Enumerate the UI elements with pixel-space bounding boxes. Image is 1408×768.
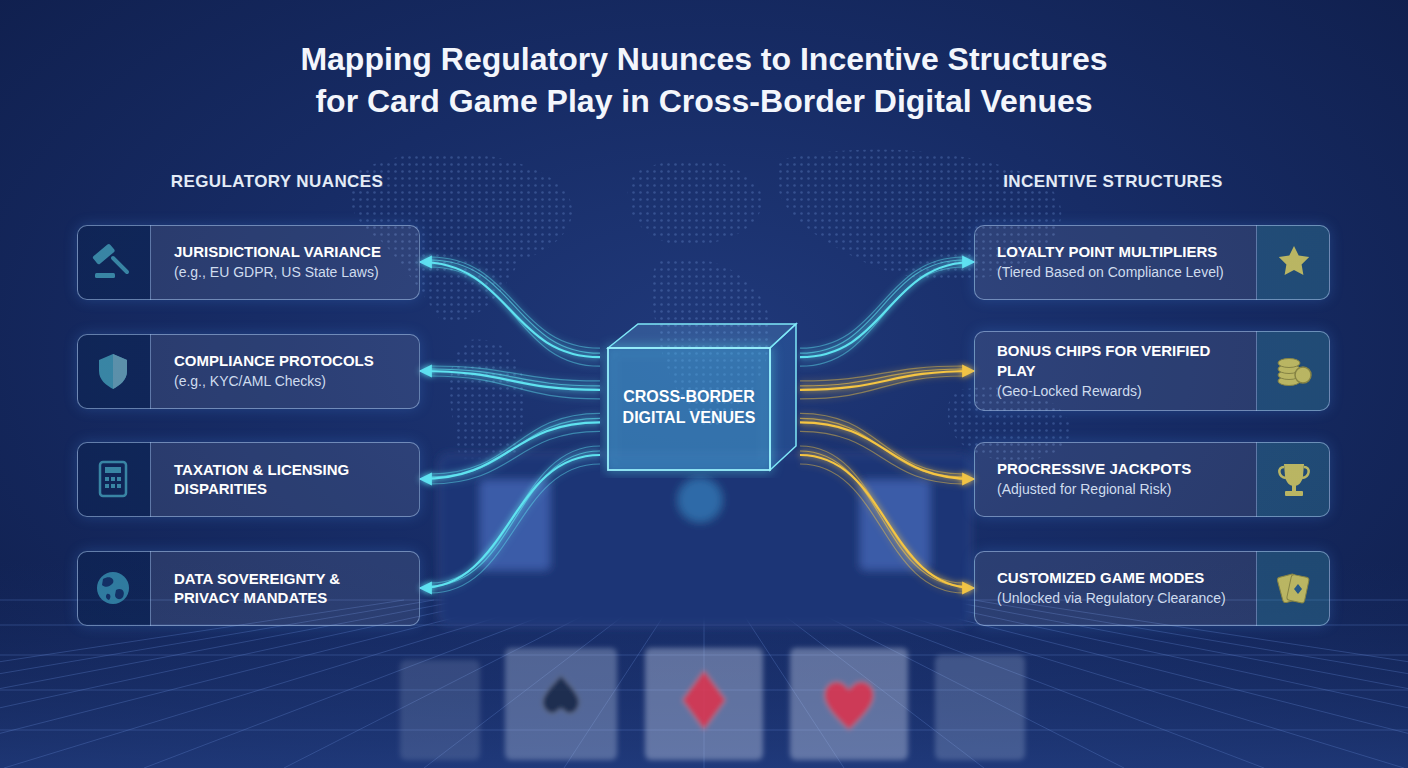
category-box: CUSTOMIZED GAME MODES(Unlocked via Regul… xyxy=(974,551,1330,626)
connector-strand xyxy=(430,464,600,593)
card xyxy=(400,660,480,760)
connector xyxy=(420,257,600,366)
connector xyxy=(800,366,974,399)
connector-line xyxy=(420,422,600,479)
connector xyxy=(420,366,600,399)
diamond-suit xyxy=(682,670,726,730)
box-text: PROCRESSIVE JACKPOTS(Adjusted for Region… xyxy=(997,459,1245,499)
category-box: TAXATION & LICENSING DISPARITIES xyxy=(77,442,420,517)
card-table-screen xyxy=(440,455,970,625)
category-box: PROCRESSIVE JACKPOTS(Adjusted for Region… xyxy=(974,442,1330,517)
box-subtitle: (e.g., EU GDPR, US State Laws) xyxy=(174,263,405,282)
right-icons xyxy=(1277,246,1311,603)
continent xyxy=(628,160,762,246)
cube-top xyxy=(608,324,796,348)
screen-card xyxy=(480,480,550,570)
connector-line xyxy=(420,455,600,588)
heart-suit xyxy=(824,681,873,730)
box-subtitle: (Tiered Based on Compliance Level) xyxy=(997,263,1245,282)
box-text: DATA SOVEREIGNTY & PRIVACY MANDATES xyxy=(174,569,405,608)
connector-strand xyxy=(430,413,600,474)
box-heading: TAXATION & LICENSING DISPARITIES xyxy=(174,460,405,499)
connector-strand xyxy=(800,267,964,366)
connector-line xyxy=(800,371,974,390)
hub-cube: CROSS-BORDER DIGITAL VENUES xyxy=(600,318,800,478)
box-text: CUSTOMIZED GAME MODES(Unlocked via Regul… xyxy=(997,568,1245,608)
screen xyxy=(440,455,970,625)
connector-line xyxy=(420,371,600,390)
cube-front xyxy=(608,348,770,470)
category-box: JURISDICTIONAL VARIANCE(e.g., EU GDPR, U… xyxy=(77,225,420,300)
category-box: LOYALTY POINT MULTIPLIERS(Tiered Based o… xyxy=(974,225,1330,300)
connector xyxy=(800,257,974,366)
box-heading: DATA SOVEREIGNTY & PRIVACY MANDATES xyxy=(174,569,405,608)
connector-strand xyxy=(430,267,600,366)
box-subtitle: (Adjusted for Regional Risk) xyxy=(997,480,1245,499)
connector-strand xyxy=(430,451,600,586)
box-heading: CUSTOMIZED GAME MODES xyxy=(997,568,1245,588)
blurred-cards xyxy=(400,648,1025,760)
box-text: JURISDICTIONAL VARIANCE(e.g., EU GDPR, U… xyxy=(174,242,405,282)
category-box: BONUS CHIPS FOR VERIFIED PLAY (Geo-Locked… xyxy=(974,331,1330,411)
connector-strand xyxy=(430,366,600,381)
box-subtitle: (e.g., KYC/AML Checks) xyxy=(174,372,405,391)
box-heading: CROSS-BORDER DIGITAL VENUES xyxy=(616,387,762,429)
connector-line xyxy=(800,262,974,357)
box-heading: COMPLIANCE PROTOCOLS xyxy=(174,351,405,371)
title: Mapping Regulatory Nuunces to Incentive … xyxy=(154,38,1254,122)
connector-line xyxy=(800,422,974,479)
connector-strand xyxy=(800,451,964,586)
connector xyxy=(800,446,974,593)
category-box: DATA SOVEREIGNTY & PRIVACY MANDATES xyxy=(77,551,420,626)
box-text: BONUS CHIPS FOR VERIFIED PLAY (Geo-Locked… xyxy=(997,341,1245,401)
connector xyxy=(800,413,974,484)
box-heading: LOYALTY POINT MULTIPLIERS xyxy=(997,242,1245,262)
card xyxy=(645,648,763,760)
box-subtitle: (Geo-Locked Rewards) xyxy=(997,382,1245,401)
card xyxy=(935,655,1025,760)
card xyxy=(790,648,908,760)
box-heading: PROCRESSIVE JACKPOTS xyxy=(997,459,1245,479)
box-text: LOYALTY POINT MULTIPLIERS(Tiered Based o… xyxy=(997,242,1245,282)
column-header: REGULATORY NUANCES xyxy=(77,172,477,192)
connector-strand xyxy=(430,260,600,353)
connector xyxy=(420,446,600,593)
category-box: COMPLIANCE PROTOCOLS(e.g., KYC/AML Check… xyxy=(77,334,420,409)
connector-strand xyxy=(800,413,964,474)
connector-strand xyxy=(800,464,964,593)
box-heading: BONUS CHIPS FOR VERIFIED PLAY xyxy=(997,341,1245,380)
connector-line xyxy=(420,262,600,357)
cube-side xyxy=(770,324,796,470)
box-heading: JURISDICTIONAL VARIANCE xyxy=(174,242,405,262)
cube-text: CROSS-BORDER DIGITAL VENUES xyxy=(608,348,770,468)
screen-card xyxy=(860,480,930,570)
box-subtitle: (Unlocked via Regulatory Clearance) xyxy=(997,589,1245,608)
connector-strand xyxy=(800,376,964,399)
connector-strand xyxy=(430,376,600,399)
box-text: TAXATION & LICENSING DISPARITIES xyxy=(174,460,405,499)
box-text: COMPLIANCE PROTOCOLS(e.g., KYC/AML Check… xyxy=(174,351,405,391)
connector-strand xyxy=(800,260,964,353)
card xyxy=(505,648,617,760)
connector xyxy=(420,413,600,484)
connector-line xyxy=(800,455,974,588)
column-header: INCENTIVE STRUCTURES xyxy=(913,172,1313,192)
screen-chip xyxy=(678,478,722,522)
spade-suit xyxy=(542,675,579,714)
connector-strand xyxy=(800,366,964,381)
